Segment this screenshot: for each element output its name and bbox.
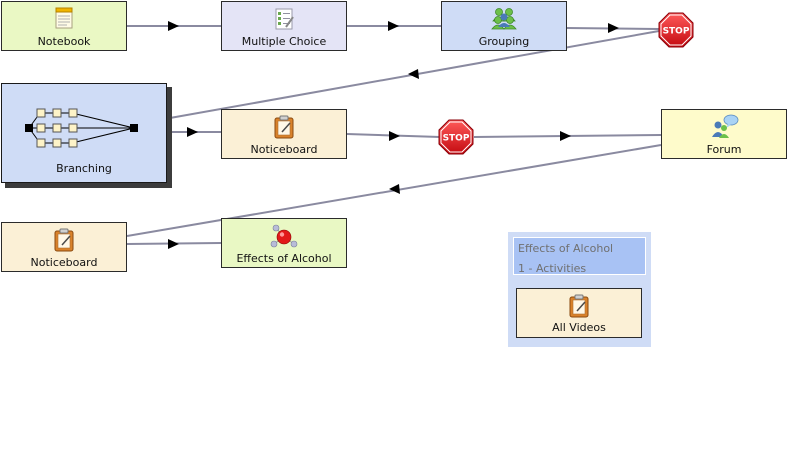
all-videos-activity[interactable]: All Videos	[516, 288, 642, 338]
arrowhead	[168, 239, 179, 249]
forum-icon	[712, 114, 739, 138]
group-activity-count: 1 - Activities	[518, 262, 587, 275]
optional-activities-group[interactable]: Effects of Alcohol 1 - Activities All Vi…	[508, 232, 651, 347]
branching-activity[interactable]: Branching	[1, 83, 167, 183]
arrowhead	[187, 127, 198, 137]
arrowhead	[168, 21, 179, 31]
effects-of-alcohol-activity[interactable]: Effects of Alcohol	[221, 218, 347, 268]
grouping-activity[interactable]: Grouping	[441, 1, 567, 51]
group-title: Effects of Alcohol	[518, 242, 614, 255]
stop-point[interactable]: STOP	[438, 119, 474, 155]
arrowhead	[388, 21, 399, 31]
effects-of-alcohol-label: Effects of Alcohol	[236, 252, 332, 265]
arrowhead	[560, 131, 571, 141]
all-videos-label: All Videos	[552, 321, 606, 334]
multiple-choice-label: Multiple Choice	[241, 35, 327, 48]
grouping-label: Grouping	[478, 35, 530, 48]
notebook-label: Notebook	[37, 35, 91, 48]
stop-point[interactable]: STOP	[658, 12, 694, 48]
noticeboard-icon	[274, 115, 294, 139]
stop-label: STOP	[443, 134, 470, 144]
noticeboard-label: Noticeboard	[30, 256, 98, 269]
noticeboard-icon	[569, 294, 589, 318]
molecule-icon	[270, 224, 298, 248]
branching-label: Branching	[56, 162, 112, 175]
noticeboard-activity[interactable]: Noticeboard	[1, 222, 127, 272]
arrowhead	[608, 23, 619, 33]
stop-label: STOP	[663, 27, 690, 37]
noticeboard-label: Noticeboard	[250, 143, 318, 156]
branching-icon	[25, 108, 138, 148]
grouping-icon	[491, 8, 517, 30]
arrowhead	[389, 184, 400, 194]
forum-label: Forum	[706, 143, 742, 156]
noticeboard-icon	[54, 228, 74, 252]
group-header: Effects of Alcohol 1 - Activities	[513, 237, 646, 275]
multiple-choice-activity[interactable]: Multiple Choice	[221, 1, 347, 51]
arrowhead	[408, 69, 419, 79]
notebook-activity[interactable]: Notebook	[1, 1, 127, 51]
forum-activity[interactable]: Forum	[661, 109, 787, 159]
arrowhead	[389, 131, 400, 141]
multiple-choice-icon	[275, 8, 294, 30]
noticeboard-activity[interactable]: Noticeboard	[221, 109, 347, 159]
notebook-icon	[55, 7, 73, 29]
